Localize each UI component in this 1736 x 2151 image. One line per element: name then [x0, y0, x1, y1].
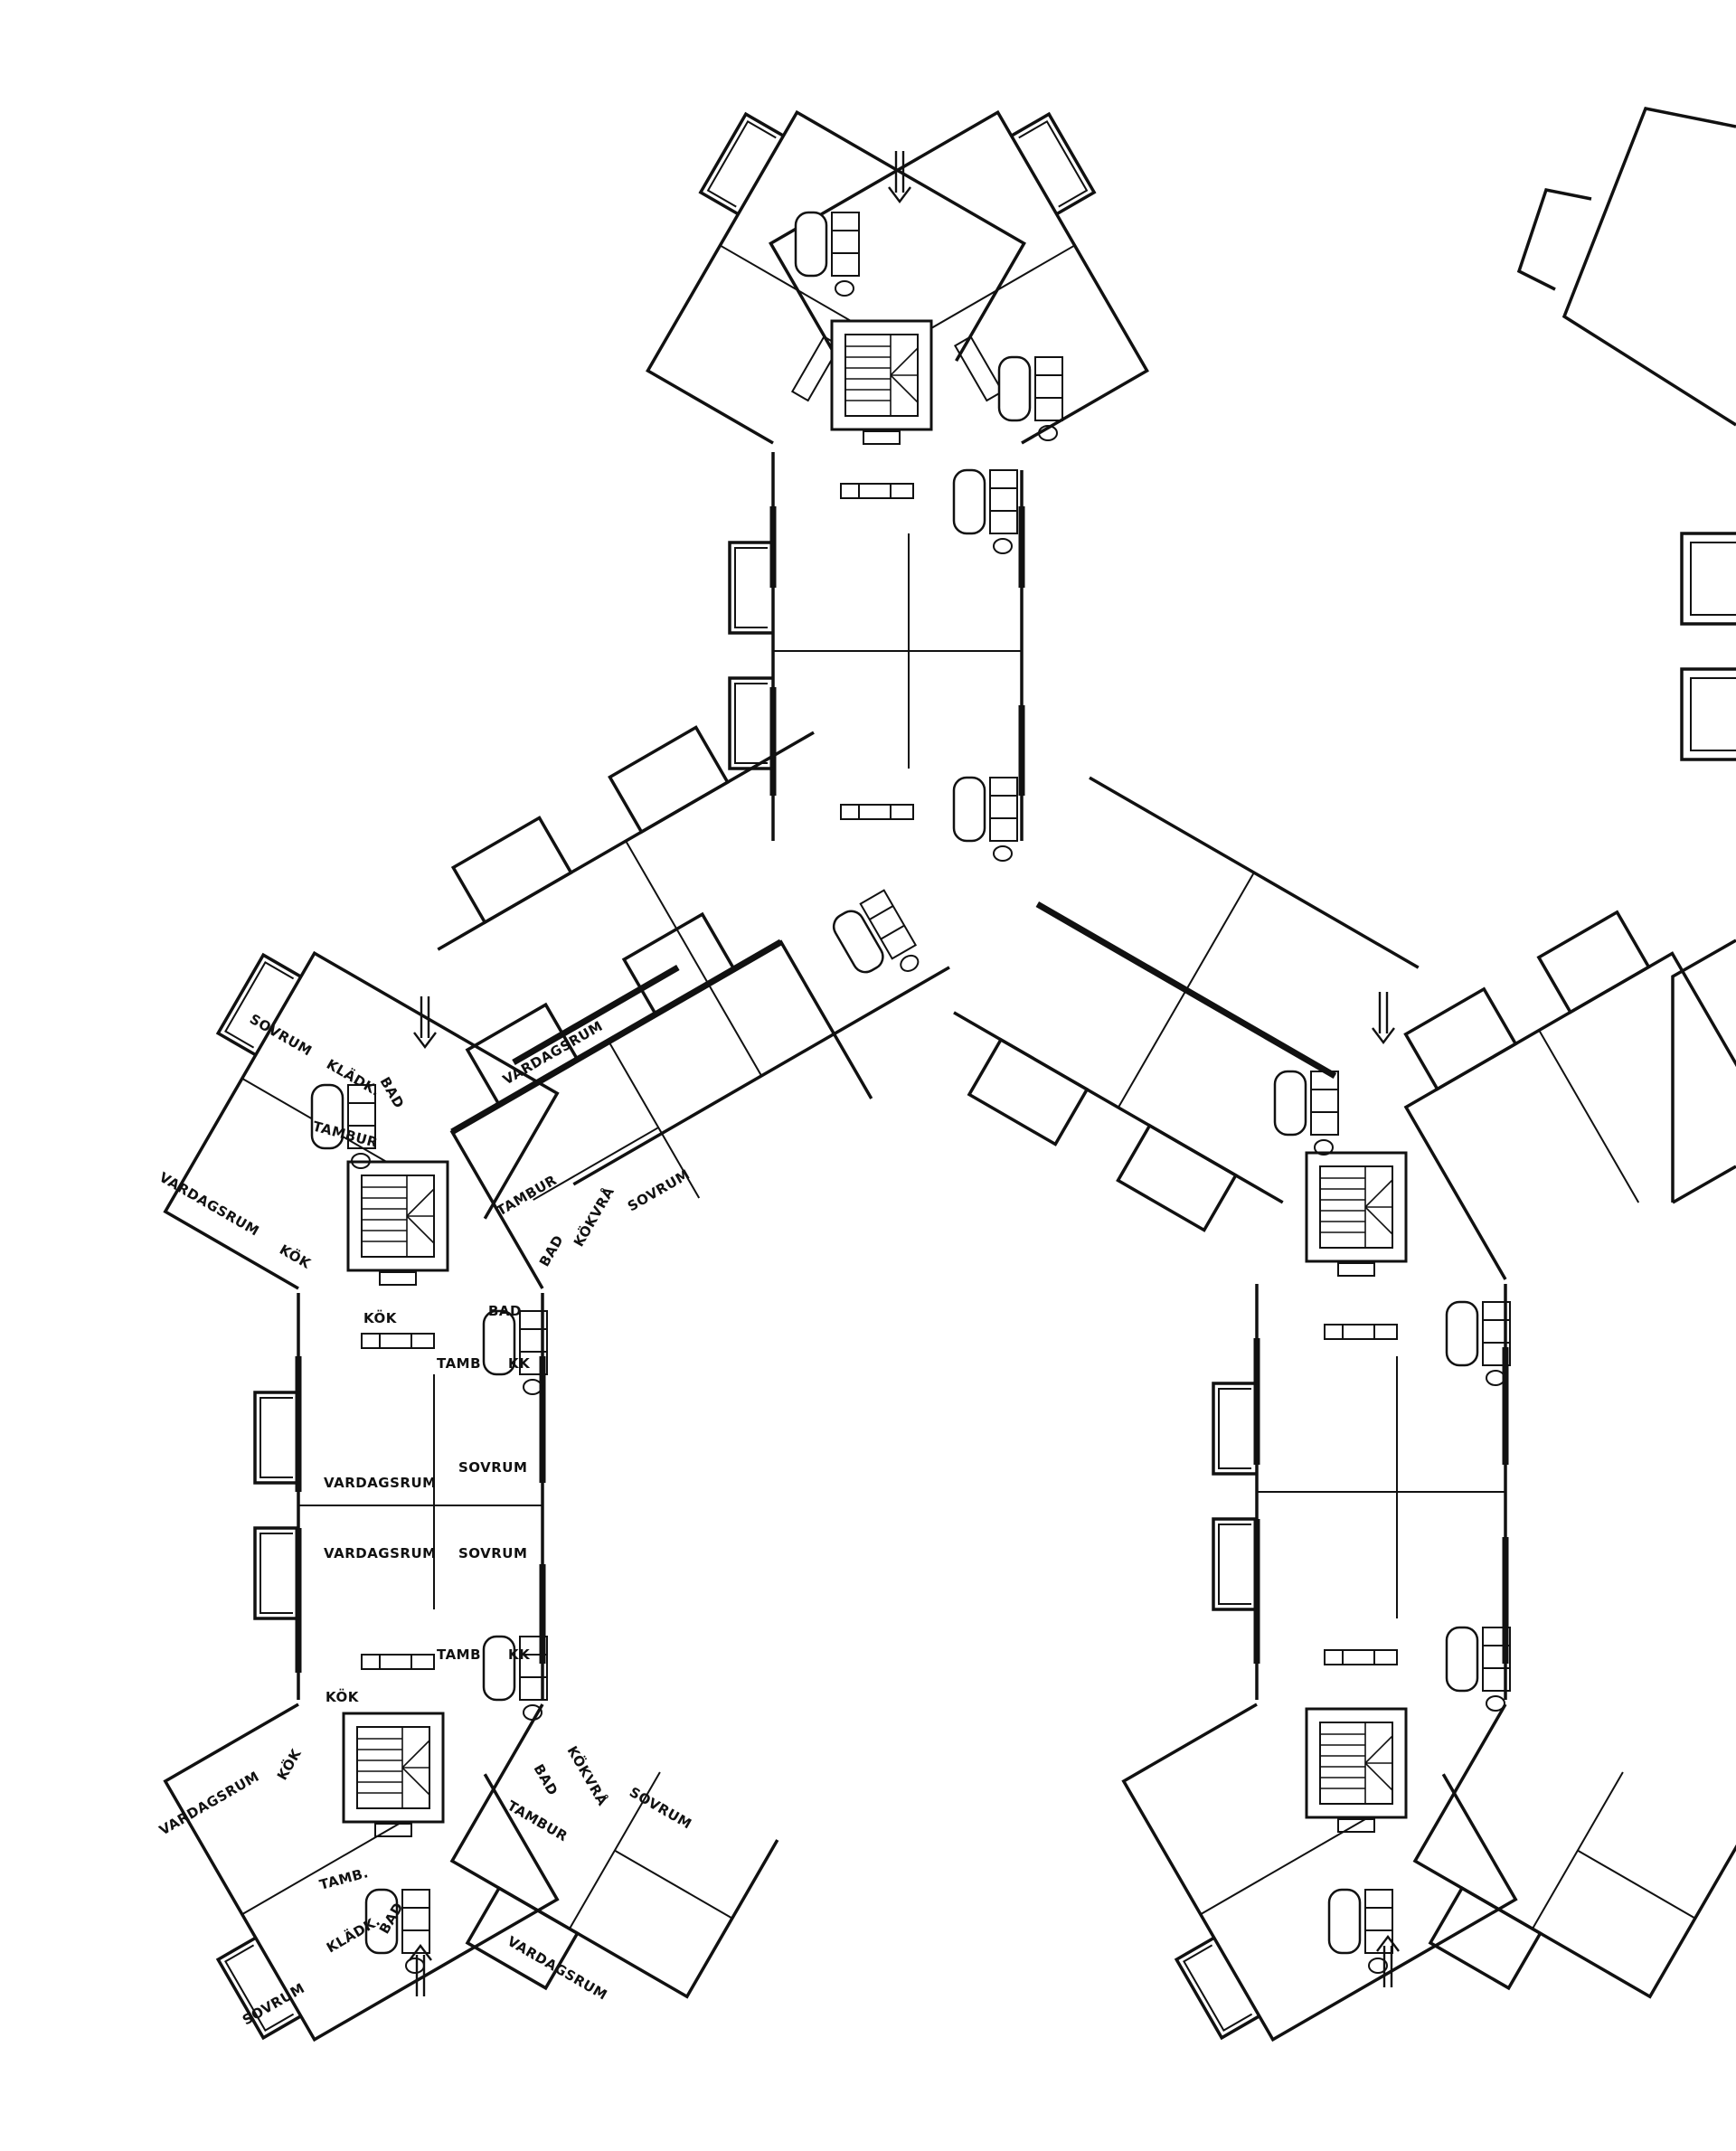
- room-label-kokvra: KÖKVRÅ: [570, 1184, 618, 1250]
- room-label-vardagsrum: VARDAGSRUM: [156, 1169, 262, 1240]
- room-label-kok: KÖK: [326, 1688, 360, 1705]
- left-block: [163, 911, 873, 2043]
- room-label-tamb: TAMB: [437, 1646, 481, 1663]
- room-label-kokvra: KÖKVRÅ: [564, 1743, 612, 1809]
- right-block: [953, 776, 1736, 2043]
- room-label-tambur: TAMBUR: [505, 1797, 571, 1844]
- room-label-kok: KÖK: [363, 1309, 398, 1326]
- room-label-tamb: TAMB: [437, 1355, 481, 1372]
- room-label-kk: KK: [508, 1646, 531, 1663]
- top-block: [646, 109, 1149, 863]
- room-label-tamb-dot: TAMB.: [317, 1864, 370, 1893]
- room-label-kok: KÖK: [277, 1241, 315, 1272]
- room-label-bad: BAD: [377, 1074, 408, 1111]
- room-label-sovrum: SOVRUM: [458, 1459, 527, 1476]
- room-label-sovrum: SOVRUM: [625, 1166, 693, 1215]
- room-label-vardagsrum: VARDAGSRUM: [324, 1545, 437, 1561]
- room-label-sovrum: SOVRUM: [627, 1784, 694, 1833]
- room-label-vardagsrum: VARDAGSRUM: [324, 1475, 437, 1491]
- room-label-bad: BAD: [531, 1761, 561, 1798]
- room-label-kk: KK: [508, 1355, 531, 1372]
- room-label-bad: BAD: [488, 1303, 522, 1319]
- upper-middle-arm: [437, 725, 950, 1186]
- room-label-bad: BAD: [536, 1232, 567, 1269]
- room-label-kok: KÖK: [273, 1745, 305, 1783]
- far-right-block: [1516, 106, 1736, 761]
- room-label-tambur: TAMBUR: [494, 1172, 560, 1219]
- room-label-sovrum: SOVRUM: [458, 1545, 527, 1561]
